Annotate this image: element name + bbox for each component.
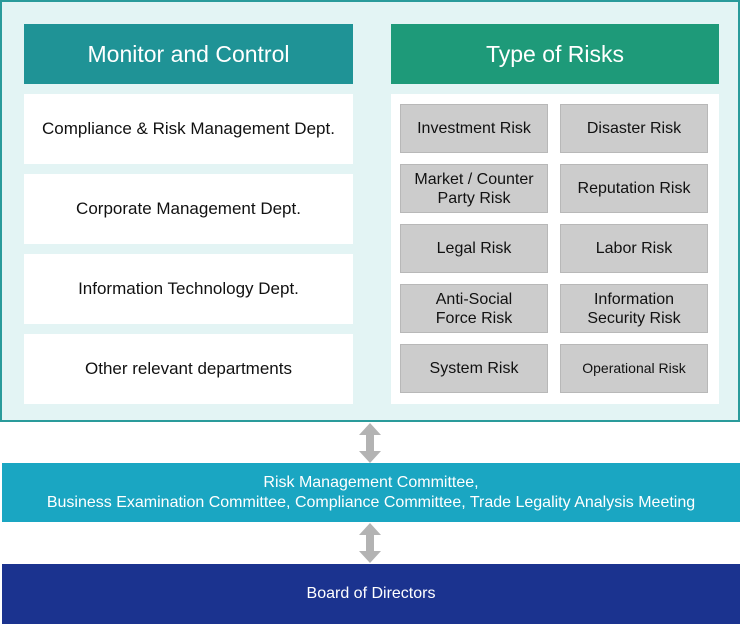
risk-labor: Labor Risk <box>560 224 708 273</box>
risk-market-counter-party: Market / Counter Party Risk <box>400 164 548 213</box>
dept-information-technology: Information Technology Dept. <box>24 254 353 324</box>
risk-information-security: Information Security Risk <box>560 284 708 333</box>
dept-corporate-management: Corporate Management Dept. <box>24 174 353 244</box>
double-arrow-icon <box>359 523 381 563</box>
committee-box: Risk Management Committee, Business Exam… <box>2 463 740 522</box>
board-of-directors-box: Board of Directors <box>2 564 740 624</box>
double-arrow-icon <box>359 423 381 463</box>
risk-system: System Risk <box>400 344 548 393</box>
risk-structure-panel: Monitor and Control Type of Risks Compli… <box>0 0 740 422</box>
risk-investment: Investment Risk <box>400 104 548 153</box>
monitor-and-control-header: Monitor and Control <box>24 24 353 84</box>
risk-reputation: Reputation Risk <box>560 164 708 213</box>
dept-compliance-risk-management: Compliance & Risk Management Dept. <box>24 94 353 164</box>
dept-other-relevant: Other relevant departments <box>24 334 353 404</box>
risk-anti-social-force: Anti-Social Force Risk <box>400 284 548 333</box>
risk-types-area: Investment Risk Disaster Risk Market / C… <box>391 94 719 404</box>
risk-legal: Legal Risk <box>400 224 548 273</box>
risk-disaster: Disaster Risk <box>560 104 708 153</box>
risk-operational: Operational Risk <box>560 344 708 393</box>
type-of-risks-header: Type of Risks <box>391 24 719 84</box>
